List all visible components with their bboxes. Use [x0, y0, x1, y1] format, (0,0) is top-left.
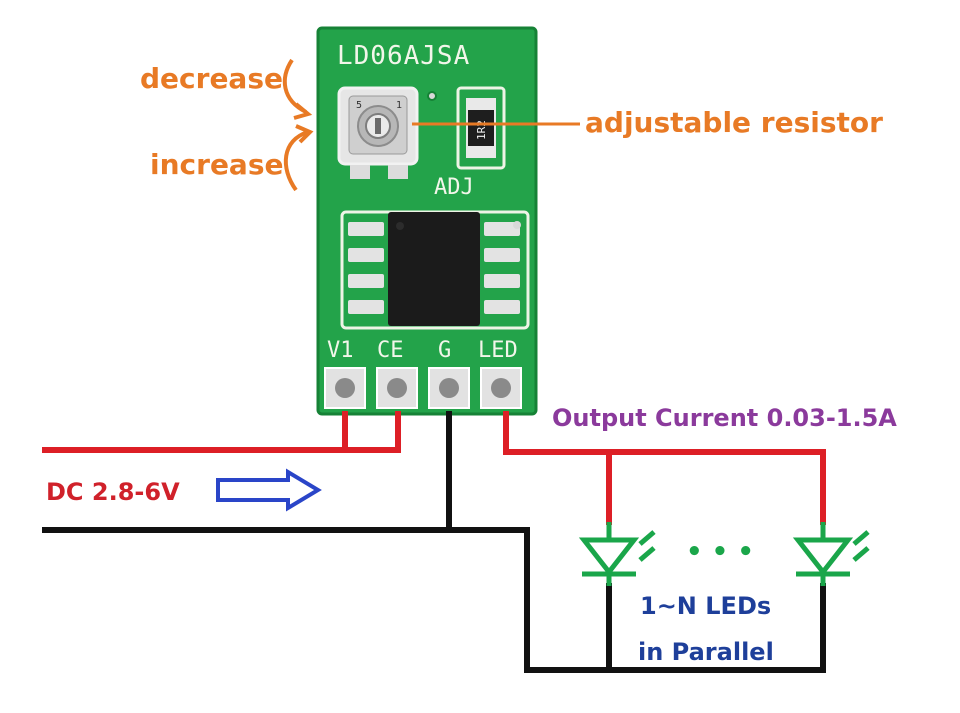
increase-arrowhead [295, 124, 314, 144]
pin-label-g: G [438, 338, 451, 363]
leds-label-line1: 1~N LEDs [640, 592, 771, 620]
pot-mark-1: 1 [396, 100, 402, 111]
led-ellipsis: • • • [686, 537, 754, 567]
pin-label-led: LED [478, 338, 518, 363]
wires [42, 411, 826, 673]
ic-chip [340, 210, 530, 330]
pin-label-v1: V1 [327, 338, 354, 363]
pin-label-ce: CE [377, 338, 404, 363]
board-model-label: LD06AJSA [337, 41, 470, 71]
header-pads [324, 367, 522, 409]
decrease-arrowhead [293, 102, 313, 120]
led-1 [578, 522, 656, 586]
decrease-arc-icon [282, 58, 307, 114]
leds-label-line2: in Parallel [638, 638, 774, 666]
via-hole [427, 91, 437, 101]
board-via-small [513, 221, 521, 229]
wire-positive-in [42, 411, 401, 453]
adj-label: ADJ [434, 175, 474, 200]
pot-mark-5: 5 [356, 100, 362, 111]
adjustable-resistor-label: adjustable resistor [585, 106, 883, 139]
wire-led-out [503, 411, 826, 525]
pcb-module: LD06AJSA 5 1 1R2 ADJ [316, 26, 538, 416]
input-voltage-label: DC 2.8-6V [46, 478, 180, 506]
led-n [792, 522, 870, 586]
decrease-label: decrease [140, 62, 283, 95]
wire-ground-in [42, 411, 452, 533]
potentiometer: 5 1 [337, 86, 419, 179]
wire-ground-led [446, 527, 826, 673]
increase-label: increase [150, 148, 283, 181]
input-arrow-icon [216, 468, 322, 512]
increase-arc-icon [283, 130, 309, 192]
output-current-label: Output Current 0.03-1.5A [552, 404, 897, 432]
